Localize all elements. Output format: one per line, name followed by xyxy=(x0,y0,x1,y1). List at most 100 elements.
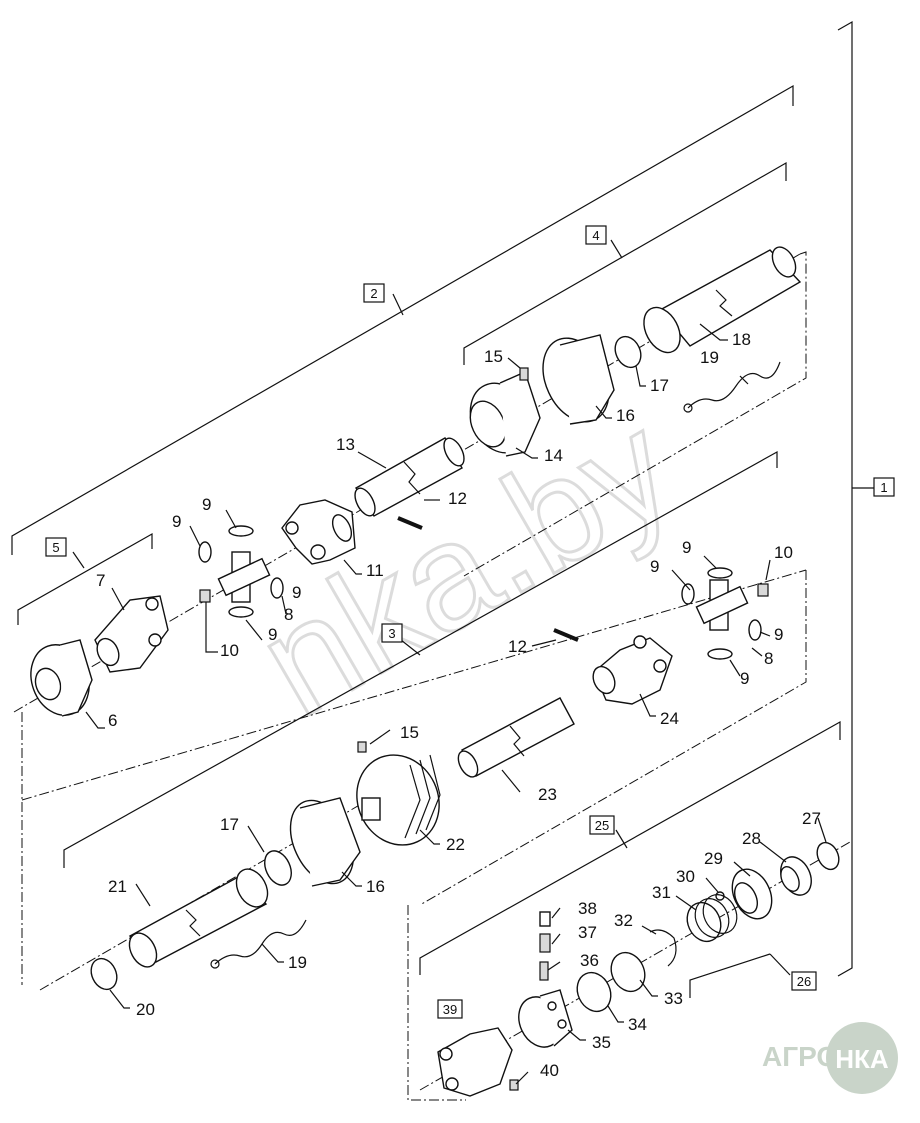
part-18-outer-tube xyxy=(643,246,802,354)
label-22: 22 xyxy=(446,835,465,854)
svg-text:АГРО: АГРО xyxy=(762,1041,838,1072)
label-box-2: 2 xyxy=(363,283,385,303)
label-19-a: 19 xyxy=(700,348,719,367)
label-8-b: 8 xyxy=(764,649,773,668)
label-15-b: 15 xyxy=(400,723,419,742)
label-21: 21 xyxy=(108,877,127,896)
label-13: 13 xyxy=(336,435,355,454)
label-9-d: 9 xyxy=(268,625,277,644)
label-11: 11 xyxy=(366,561,384,580)
label-9-h: 9 xyxy=(740,669,749,688)
part-15-screw-lower xyxy=(357,741,367,753)
part-14-bellow xyxy=(469,371,541,457)
label-9-g: 9 xyxy=(774,625,783,644)
label-20: 20 xyxy=(136,1000,155,1019)
label-17-a: 17 xyxy=(650,376,669,395)
part-24-yoke-lower xyxy=(592,635,673,705)
part-10-grease-nipple-upper xyxy=(199,589,211,603)
label-15-a: 15 xyxy=(484,347,503,366)
label-10-a: 10 xyxy=(220,641,239,660)
part-21-outer-tube-lower xyxy=(128,868,269,968)
label-23: 23 xyxy=(538,785,557,804)
part-15-screw-upper xyxy=(519,367,529,381)
svg-text:25: 25 xyxy=(595,818,609,833)
part-17-clip-lower xyxy=(264,850,292,886)
label-12-b: 12 xyxy=(508,637,527,656)
leader-lines xyxy=(85,323,827,1085)
label-17-b: 17 xyxy=(220,815,239,834)
label-box-39: 39 xyxy=(437,999,463,1019)
label-34: 34 xyxy=(628,1015,647,1034)
label-40: 40 xyxy=(540,1061,559,1080)
bracket-5 xyxy=(17,532,153,625)
svg-text:26: 26 xyxy=(797,974,811,989)
label-16-b: 16 xyxy=(366,877,385,896)
label-28: 28 xyxy=(742,829,761,848)
svg-text:4: 4 xyxy=(592,228,599,243)
part-6-hub xyxy=(30,639,93,717)
bracket-25 xyxy=(419,720,841,975)
bracket-4 xyxy=(463,161,787,365)
part-20-ring xyxy=(90,957,118,991)
svg-text:39: 39 xyxy=(443,1002,457,1017)
label-33: 33 xyxy=(664,989,683,1008)
label-9-b: 9 xyxy=(202,495,211,514)
part-13-inner-tube xyxy=(354,437,465,517)
label-36: 36 xyxy=(580,951,599,970)
part-32-snap-ring xyxy=(649,929,677,967)
part-40-screw xyxy=(509,1079,519,1091)
label-35: 35 xyxy=(592,1033,611,1052)
part-34-ring xyxy=(576,971,612,1013)
part-8-cross-lower xyxy=(681,567,762,660)
part-7-yoke xyxy=(94,595,169,673)
bracket-2 xyxy=(11,84,794,555)
part-23-inner-tube-lower xyxy=(457,697,575,778)
svg-text:2: 2 xyxy=(370,286,377,301)
part-8-cross-upper xyxy=(198,525,284,618)
part-10-grease-nipple-lower xyxy=(757,583,769,597)
label-box-1: 1 xyxy=(873,477,895,497)
part-39-yoke xyxy=(437,1027,513,1097)
bracket-26 xyxy=(689,953,791,998)
part-19-chain-upper xyxy=(683,361,781,413)
svg-text:НКА: НКА xyxy=(835,1044,889,1074)
part-27-ring xyxy=(816,841,840,871)
label-14: 14 xyxy=(544,446,563,465)
label-box-5: 5 xyxy=(45,537,67,557)
label-32: 32 xyxy=(614,911,633,930)
label-9-f: 9 xyxy=(682,538,691,557)
label-19-b: 19 xyxy=(288,953,307,972)
label-9-a: 9 xyxy=(172,512,181,531)
part-36-spring xyxy=(539,961,549,981)
part-28-bushing xyxy=(780,856,812,896)
part-12-pin-upper xyxy=(397,516,423,530)
label-12-a: 12 xyxy=(448,489,467,508)
label-box-3: 3 xyxy=(381,623,403,643)
part-35-hub xyxy=(518,989,573,1048)
part-37-spring xyxy=(539,933,551,953)
label-29: 29 xyxy=(704,849,723,868)
label-18: 18 xyxy=(732,330,751,349)
label-6: 6 xyxy=(108,711,117,730)
part-16-shield-upper xyxy=(542,334,615,425)
svg-text:5: 5 xyxy=(52,540,59,555)
label-10-b: 10 xyxy=(774,543,793,562)
label-37: 37 xyxy=(578,923,597,942)
label-30: 30 xyxy=(676,867,695,886)
label-9-e: 9 xyxy=(650,557,659,576)
svg-text:1: 1 xyxy=(880,480,887,495)
label-27: 27 xyxy=(802,809,821,828)
part-22-bellow-lower xyxy=(356,754,441,846)
part-31-spring xyxy=(686,894,738,943)
bracket-3 xyxy=(63,450,778,868)
part-12-pin-lower xyxy=(553,628,579,642)
bracket-1 xyxy=(837,20,874,977)
label-9-c: 9 xyxy=(292,583,301,602)
label-box-4: 4 xyxy=(585,225,607,245)
label-31: 31 xyxy=(652,883,671,902)
label-16-a: 16 xyxy=(616,406,635,425)
label-box-25: 25 xyxy=(589,815,615,835)
brand-logo: АГРО НКА xyxy=(762,1022,898,1094)
label-7: 7 xyxy=(96,571,105,590)
